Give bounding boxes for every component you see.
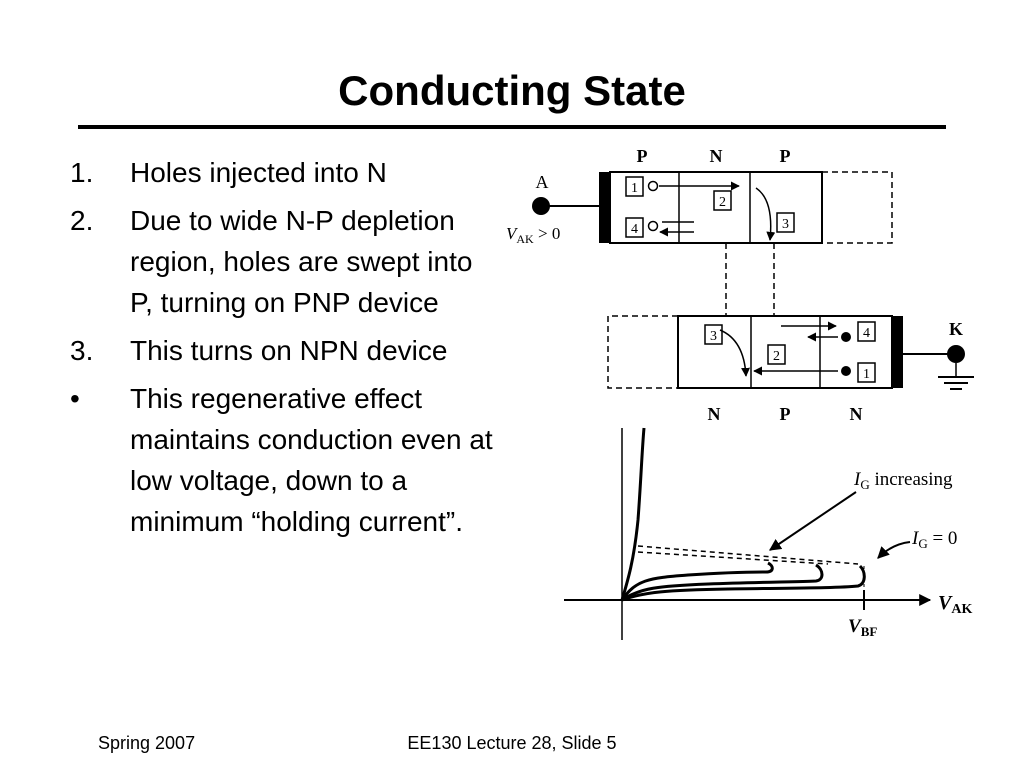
bullet-list: 1. Holes injected into N 2. Due to wide … xyxy=(70,152,500,549)
dashed-extension xyxy=(822,171,893,244)
swept-hole-path xyxy=(755,187,776,241)
electron-symbol xyxy=(841,366,851,376)
layer-label: N xyxy=(708,404,721,424)
holding-current-dashed xyxy=(637,551,829,565)
cathode-contact xyxy=(892,316,903,388)
anode-terminal xyxy=(532,197,550,215)
bullet-text: This turns on NPN device xyxy=(130,335,448,366)
number-box xyxy=(776,212,795,233)
cathode-terminal xyxy=(947,345,965,363)
number-box-label: 3 xyxy=(782,217,789,232)
x-axis-label: VAK xyxy=(938,592,972,617)
layer-label: N xyxy=(710,146,723,166)
ig-increasing-label: IG increasing xyxy=(853,469,953,492)
number-box-label: 4 xyxy=(631,222,638,237)
number-box xyxy=(767,344,786,365)
bullet-marker: • xyxy=(70,383,80,414)
bullet-text: This regenerative effect maintains condu… xyxy=(130,383,493,537)
iv-curve-mid-ig xyxy=(621,563,824,602)
iv-curve-high-ig xyxy=(620,561,774,601)
swept-hole-path xyxy=(719,329,751,377)
top-device-box xyxy=(609,171,823,244)
bullet-text: Holes injected into N xyxy=(130,157,387,188)
number-box xyxy=(857,321,876,342)
layer-label: P xyxy=(780,404,791,424)
footer-date: Spring 2007 xyxy=(98,733,196,753)
number-box-label: 2 xyxy=(719,195,726,210)
hole-symbol xyxy=(647,180,659,192)
number-box xyxy=(625,176,644,197)
on-state-curve xyxy=(620,427,646,601)
number-box-label: 1 xyxy=(631,181,638,196)
bullet-item: 1. Holes injected into N xyxy=(70,152,500,193)
bullet-marker: 2. xyxy=(70,205,94,236)
vak-condition-label: VAK > 0 xyxy=(506,224,560,246)
title-underline xyxy=(78,125,946,129)
iv-characteristic-plot: VAK VBF IG increasing IG = 0 xyxy=(564,427,972,640)
cathode-label: K xyxy=(949,319,963,339)
footer-slide-info: EE130 Lecture 28, Slide 5 xyxy=(407,733,617,753)
number-box-label: 4 xyxy=(863,326,870,341)
bullet-marker: 3. xyxy=(70,335,94,366)
number-box xyxy=(857,362,876,383)
bottom-npn-structure: K 3 4 2 1 N P N xyxy=(607,315,974,424)
dashed-extension xyxy=(607,315,678,389)
layer-label: N xyxy=(850,404,863,424)
vbf-label: VBF xyxy=(848,616,877,639)
ig-increasing-pointer xyxy=(769,491,857,551)
bullet-marker: 1. xyxy=(70,157,94,188)
bullet-text: Due to wide N-P depletion region, holes … xyxy=(130,205,473,318)
number-box-label: 3 xyxy=(710,329,717,344)
hole-symbol xyxy=(647,220,659,232)
bullet-item: 2. Due to wide N-P depletion region, hol… xyxy=(70,200,500,323)
number-box xyxy=(625,217,644,238)
layer-label: P xyxy=(637,146,648,166)
layer-label: P xyxy=(780,146,791,166)
number-box xyxy=(713,190,732,211)
holding-current-dashed xyxy=(637,545,859,565)
anode-label: A xyxy=(536,172,549,192)
ig-zero-label: IG = 0 xyxy=(911,528,957,551)
thyristor-figure: P N P A VAK > 0 1 4 2 3 xyxy=(506,146,974,640)
top-pnp-structure: P N P A VAK > 0 1 4 2 3 xyxy=(506,146,893,246)
number-box-label: 1 xyxy=(863,367,870,382)
number-box-label: 2 xyxy=(773,349,780,364)
number-box xyxy=(704,324,723,345)
electron-symbol xyxy=(841,332,851,342)
slide-title: Conducting State xyxy=(338,67,686,114)
ig-zero-pointer xyxy=(877,541,911,559)
bullet-item: 3. This turns on NPN device xyxy=(70,330,500,371)
bullet-item: • This regenerative effect maintains con… xyxy=(70,378,500,542)
anode-contact xyxy=(599,172,610,243)
